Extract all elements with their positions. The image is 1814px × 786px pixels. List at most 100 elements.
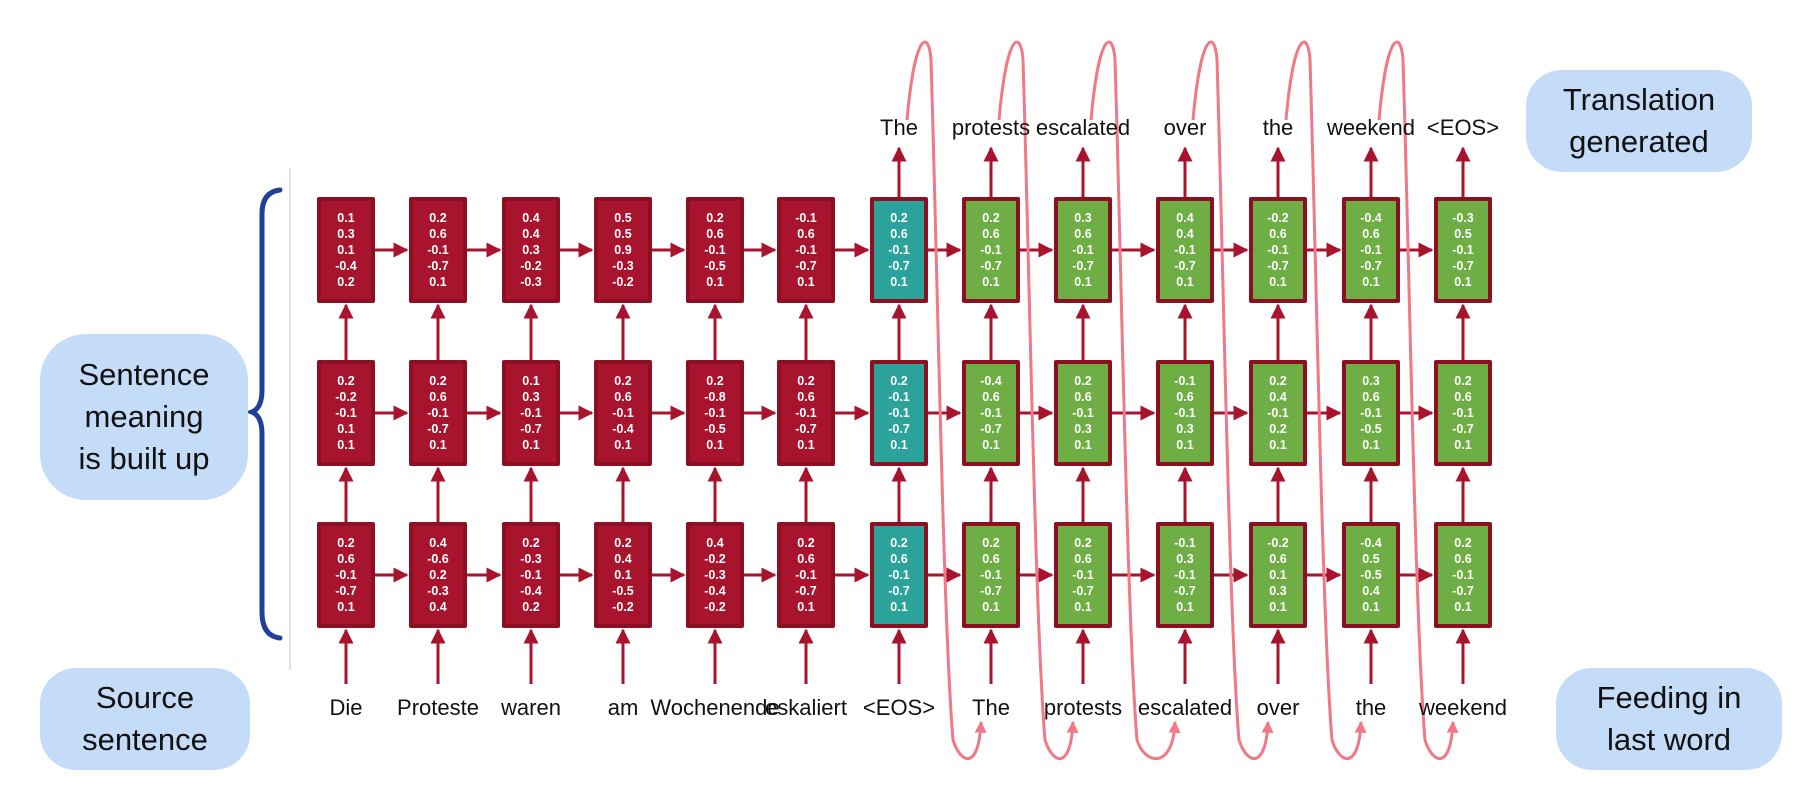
- cell-value: -0.2: [704, 552, 726, 566]
- cell-value: -0.1: [980, 406, 1002, 420]
- cell-value: 0.5: [1362, 552, 1380, 566]
- fed-word: protests: [1043, 695, 1123, 720]
- translation-generated-line-1: Translation: [1562, 82, 1716, 117]
- arrows-layer: [338, 146, 1471, 684]
- cell-value: 0.6: [337, 552, 355, 566]
- cell-value: -0.1: [427, 243, 449, 257]
- cell-value: 0.3: [1176, 552, 1194, 566]
- source-word: am: [607, 695, 639, 720]
- cell-value: 0.1: [1454, 275, 1472, 289]
- cell-value: 0.4: [1362, 584, 1380, 598]
- cell-value: -0.2: [335, 390, 357, 404]
- cell-value: 0.1: [890, 438, 908, 452]
- cell-value: -0.4: [1360, 211, 1382, 225]
- cell-value: 0.1: [1362, 438, 1380, 452]
- cell-value: 0.4: [429, 536, 447, 550]
- fed-word: the: [1355, 695, 1387, 720]
- cell-value: -0.1: [1452, 406, 1474, 420]
- cell-value: -0.1: [1452, 243, 1474, 257]
- output-word: protests: [951, 115, 1031, 140]
- cell-value: 0.6: [1176, 390, 1194, 404]
- cell-value: -0.1: [612, 406, 634, 420]
- cell-value: 0.4: [706, 536, 724, 550]
- cell-value: 0.1: [1176, 275, 1194, 289]
- cell-value: -0.7: [1452, 584, 1474, 598]
- cell-value: -0.1: [795, 568, 817, 582]
- cell-value: 0.2: [429, 211, 447, 225]
- source-sentence-line-2: sentence: [82, 722, 208, 757]
- translation-generated-label: Translation generated: [1526, 70, 1752, 172]
- cell-value: -0.3: [612, 259, 634, 273]
- cell-value: -0.7: [980, 584, 1002, 598]
- cell-value: -0.3: [704, 568, 726, 582]
- feedback-loop: [1089, 40, 1181, 761]
- cell-value: 0.9: [614, 243, 632, 257]
- cell-value: 0.1: [337, 422, 355, 436]
- cell-value: 0.1: [1269, 438, 1287, 452]
- cell-value: -0.1: [1072, 243, 1094, 257]
- output-word: The: [880, 115, 918, 140]
- cell-value: -0.7: [520, 422, 542, 436]
- cell-value: -0.1: [888, 568, 910, 582]
- cell-value: 0.4: [522, 211, 540, 225]
- cell-value: 0.6: [982, 390, 1000, 404]
- cell-value: 0.2: [429, 374, 447, 388]
- feeding-in-line-1: Feeding in: [1596, 680, 1742, 715]
- cell-value: 0.2: [337, 536, 355, 550]
- cell-value: 0.1: [982, 438, 1000, 452]
- cell-value: -0.4: [1360, 536, 1382, 550]
- cell-value: -0.7: [795, 584, 817, 598]
- cell-value: 0.1: [1269, 600, 1287, 614]
- cell-value: -0.1: [1072, 568, 1094, 582]
- cell-value: -0.1: [888, 390, 910, 404]
- cell-value: 0.1: [614, 438, 632, 452]
- encoder-brace: [245, 187, 283, 641]
- cell-value: 0.4: [429, 600, 447, 614]
- output-word: escalated: [1035, 115, 1131, 140]
- cell-value: -0.1: [1360, 406, 1382, 420]
- cell-value: 0.1: [1269, 568, 1287, 582]
- fed-word: escalated: [1137, 695, 1233, 720]
- cell-value: 0.1: [337, 438, 355, 452]
- cell-value: 0.3: [1074, 211, 1092, 225]
- cell-value: 0.6: [982, 552, 1000, 566]
- cell-value: 0.3: [522, 390, 540, 404]
- cell-value: 0.1: [797, 275, 815, 289]
- cell-value: 0.1: [614, 568, 632, 582]
- cell-value: -0.1: [1174, 406, 1196, 420]
- cell-value: -0.4: [612, 422, 634, 436]
- cell-value: 0.2: [982, 536, 1000, 550]
- cell-value: 0.1: [1362, 275, 1380, 289]
- cell-value: 0.2: [614, 536, 632, 550]
- cell-value: -0.5: [704, 259, 726, 273]
- cell-value: 0.6: [797, 552, 815, 566]
- cell-value: 0.4: [614, 552, 632, 566]
- cell-value: 0.1: [337, 211, 355, 225]
- cell-value: -0.1: [795, 406, 817, 420]
- cell-value: 0.3: [337, 227, 355, 241]
- cell-value: -0.1: [1174, 536, 1196, 550]
- cell-value: -0.7: [980, 259, 1002, 273]
- output-word: over: [1163, 115, 1207, 140]
- cell-value: -0.7: [888, 422, 910, 436]
